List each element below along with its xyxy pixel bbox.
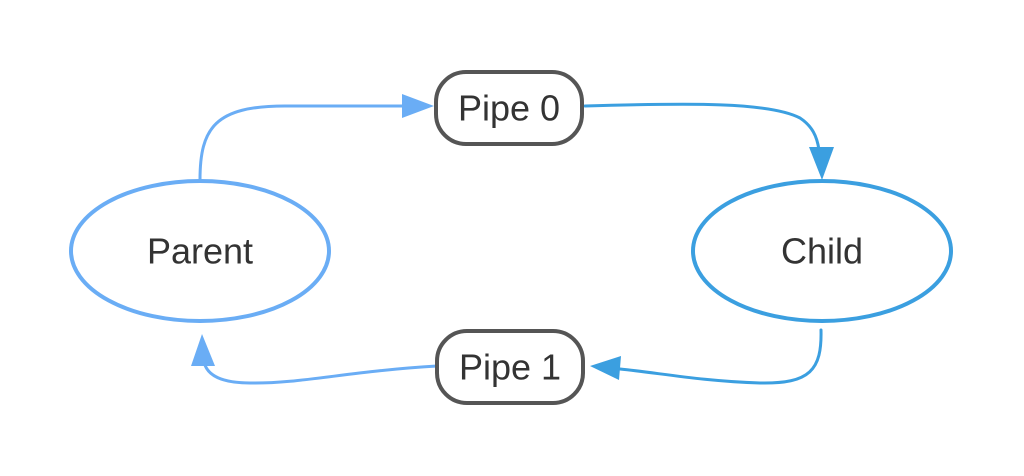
edge-pipe0-to-child-line: [583, 102, 821, 152]
edge-pipe1-to-parent-line: [202, 360, 439, 385]
edge-pipe1-to-parent: [191, 334, 439, 385]
node-pipe0-shape: [434, 70, 584, 146]
node-pipe0: Pipe 0: [434, 70, 584, 146]
edge-parent-to-pipe0-line: [198, 104, 414, 182]
node-parent-shape: [69, 179, 331, 323]
edge-child-to-pipe1: [590, 328, 823, 385]
node-parent-label: Parent: [147, 231, 253, 272]
edge-pipe0-to-child-arrowhead: [809, 147, 834, 180]
node-parent: Parent: [69, 179, 331, 323]
edge-child-to-pipe1-line: [618, 328, 823, 385]
edge-child-to-pipe1-arrowhead: [590, 356, 621, 380]
node-pipe1-shape: [435, 329, 585, 405]
edge-parent-to-pipe0: [198, 94, 434, 182]
edge-pipe1-to-parent-arrowhead: [191, 334, 215, 366]
node-child: Child: [691, 179, 953, 323]
node-child-label: Child: [781, 231, 863, 272]
node-pipe1: Pipe 1: [435, 329, 585, 405]
edge-parent-to-pipe0-arrowhead: [402, 94, 434, 118]
node-child-shape: [691, 179, 953, 323]
node-pipe1-label: Pipe 1: [459, 347, 561, 388]
node-pipe0-label: Pipe 0: [458, 88, 560, 129]
edge-pipe0-to-child: [583, 102, 834, 180]
